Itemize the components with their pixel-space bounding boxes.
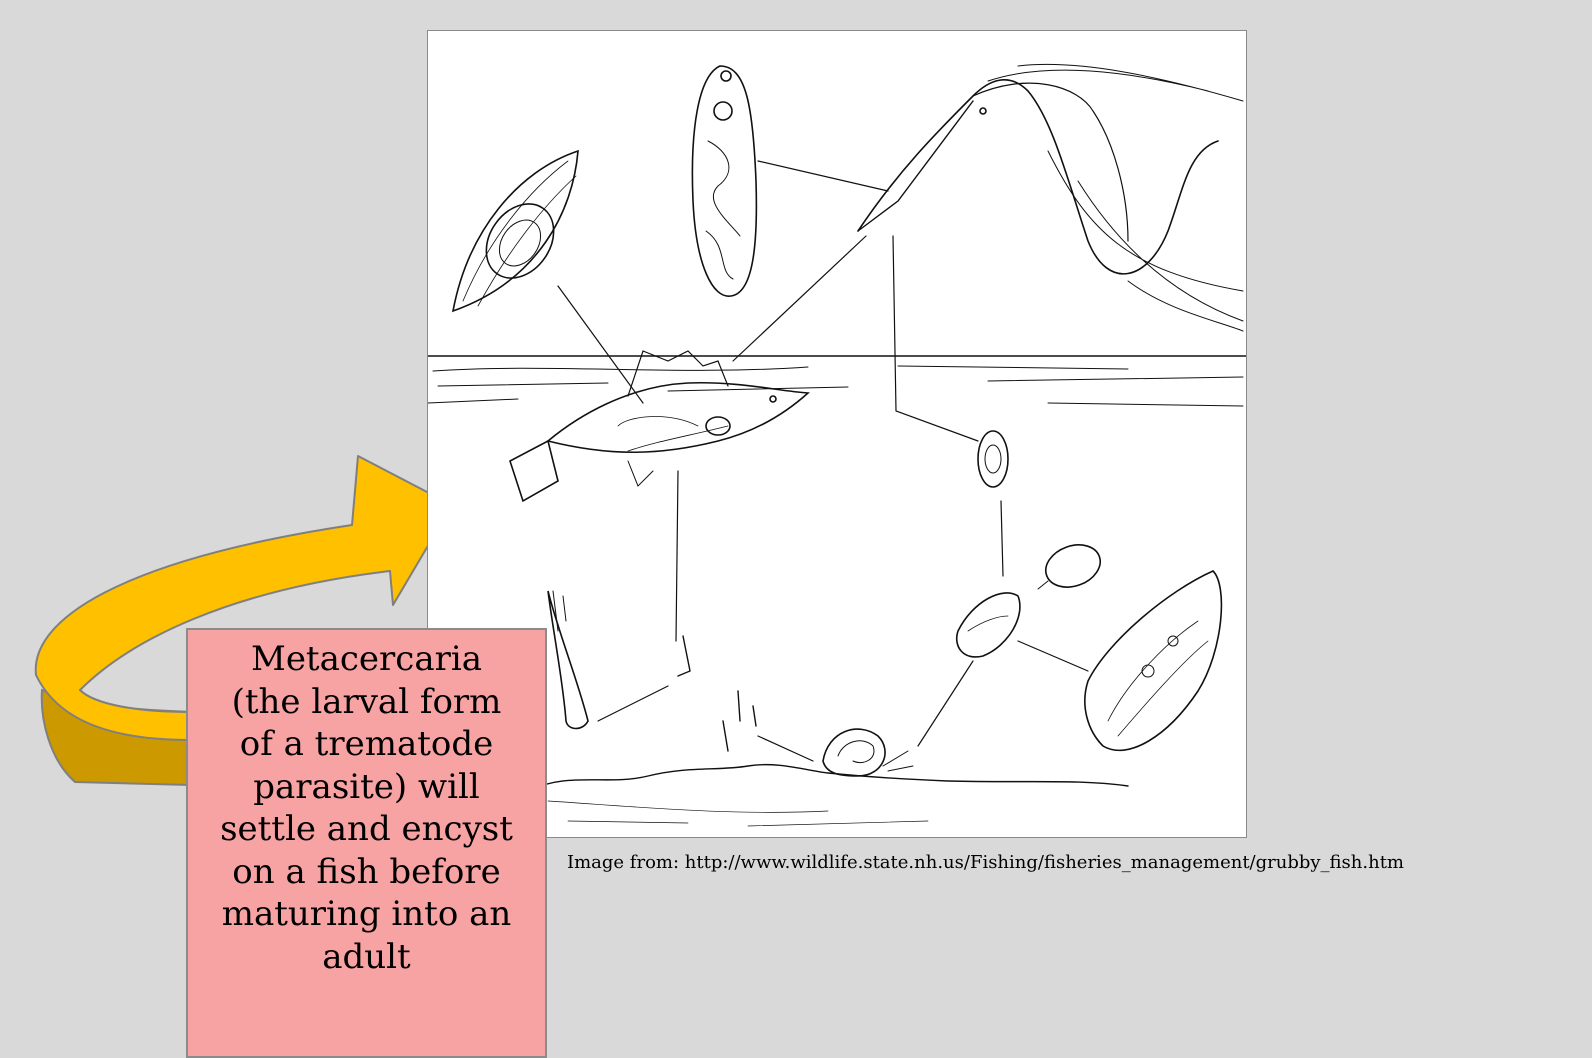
miracidium-icon xyxy=(548,591,690,729)
life-cycle-figure xyxy=(427,30,1247,838)
cyst-icon xyxy=(978,431,1008,576)
cyst-in-tissue-icon xyxy=(453,151,643,403)
snail-icon xyxy=(758,729,913,776)
adult-fluke-icon xyxy=(692,66,888,296)
callout-line-7: maturing into an xyxy=(188,893,545,936)
redia-icon xyxy=(1085,571,1222,750)
heron-icon xyxy=(858,64,1243,331)
callout-line-6: on a fish before xyxy=(188,851,545,894)
callout-line-3: of a trematode xyxy=(188,723,545,766)
perch-fish-icon xyxy=(510,351,808,641)
life-cycle-drawing xyxy=(428,31,1246,837)
water-surface xyxy=(428,356,1246,406)
callout-line-2: (the larval form xyxy=(188,681,545,724)
image-source-caption: Image from: http://www.wildlife.state.nh… xyxy=(567,852,1404,873)
callout-line-4: parasite) will xyxy=(188,766,545,809)
callout-line-1: Metacercaria xyxy=(188,638,545,681)
callout-line-5: settle and encyst xyxy=(188,808,545,851)
callout-line-8: adult xyxy=(188,936,545,979)
cercaria-icon xyxy=(918,593,1088,746)
lake-bottom xyxy=(528,765,1128,826)
callout-box: Metacercaria (the larval form of a trema… xyxy=(186,628,547,1058)
egg-icon xyxy=(1038,538,1106,595)
